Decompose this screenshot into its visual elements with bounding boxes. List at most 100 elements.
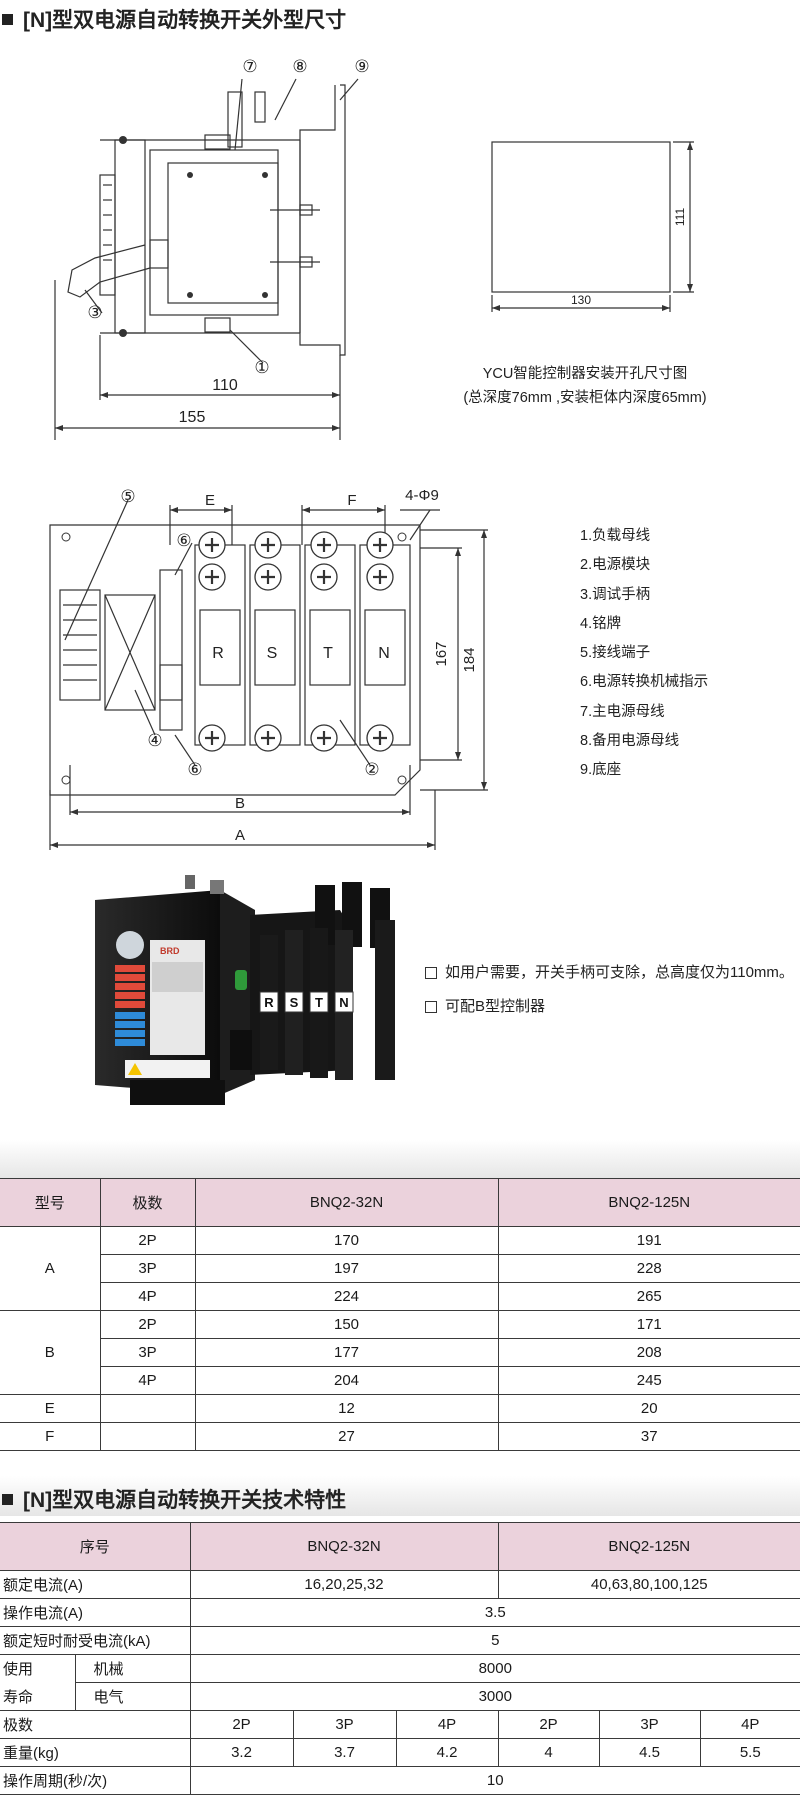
value-cell: 171 bbox=[497, 1310, 800, 1339]
callout-5: ⑤ bbox=[120, 487, 135, 506]
value-cell: 16,20,25,32 bbox=[189, 1570, 499, 1599]
value-cell: 177 bbox=[194, 1338, 499, 1367]
photo-pole-r: R bbox=[264, 995, 274, 1010]
row-label: 重量(kg) bbox=[0, 1738, 191, 1767]
value-cell: 12 bbox=[194, 1394, 499, 1423]
callout-1: ① bbox=[254, 358, 269, 377]
value-cell: 5 bbox=[189, 1626, 800, 1655]
section-title-text: [N]型双电源自动转换开关外型尺寸 bbox=[23, 9, 347, 32]
callout-7: ⑦ bbox=[242, 57, 257, 76]
value-cell: 4P bbox=[699, 1710, 800, 1739]
table-row: 操作电流(A) 3.5 bbox=[0, 1598, 800, 1627]
value-cell: 2P bbox=[497, 1710, 600, 1739]
feature-notes: 如用户需要，开关手柄可支除，总高度仅为110mm。 可配B型控制器 bbox=[425, 960, 795, 1020]
tech-spec-table: 序号 BNQ2-32N BNQ2-125N 额定电流(A) 16,20,25,3… bbox=[0, 1522, 800, 1795]
value-cell: 150 bbox=[194, 1310, 499, 1339]
row-label: 操作周期(秒/次) bbox=[0, 1766, 191, 1795]
pole-cell: 3P bbox=[99, 1338, 196, 1367]
table-row: B 2P 150 171 bbox=[0, 1310, 800, 1395]
cutout-width: 130 bbox=[571, 293, 591, 307]
row-label-mech: 机械 bbox=[74, 1654, 191, 1683]
note-item: 可配B型控制器 bbox=[425, 994, 795, 1020]
legend-item: 2.电源模块 bbox=[580, 557, 651, 574]
value-cell: 3P bbox=[598, 1710, 701, 1739]
dim-167: 167 bbox=[433, 641, 450, 666]
table-row: 4P 204 245 bbox=[0, 1366, 800, 1395]
pole-cell: 3P bbox=[99, 1254, 196, 1283]
checkbox-icon bbox=[425, 1001, 437, 1013]
value-cell: 2P bbox=[189, 1710, 294, 1739]
pole-cell bbox=[99, 1394, 196, 1423]
value-cell: 197 bbox=[194, 1254, 499, 1283]
group-label: B bbox=[0, 1310, 101, 1395]
table-row: 极数 2P 3P 4P 2P 3P 4P bbox=[0, 1710, 800, 1739]
value-cell: 4P bbox=[395, 1710, 499, 1739]
photo-pole-t: T bbox=[315, 995, 323, 1010]
table-row: 额定短时耐受电流(kA) 5 bbox=[0, 1626, 800, 1655]
group-label: A bbox=[0, 1226, 101, 1311]
row-label-elec: 电气 bbox=[74, 1682, 191, 1711]
dim-holes: 4-Φ9 bbox=[405, 487, 439, 504]
value-cell: 10 bbox=[189, 1766, 800, 1795]
table-header-row: 型号 极数 BNQ2-32N BNQ2-125N bbox=[0, 1178, 800, 1227]
front-view-drawing: R S T N E F 4-Φ9 167 184 B A ⑤ ⑥ ④ ⑥ ② bbox=[49, 487, 488, 850]
bullet-square-icon bbox=[2, 13, 13, 25]
value-cell: 265 bbox=[497, 1282, 800, 1311]
cutout-height: 111 bbox=[673, 208, 687, 227]
value-cell: 20 bbox=[497, 1394, 800, 1423]
dim-f: F bbox=[347, 492, 356, 509]
separator-band bbox=[0, 1140, 800, 1178]
legend-item: 4.铭牌 bbox=[580, 615, 622, 632]
table-row: 重量(kg) 3.2 3.7 4.2 4 4.5 5.5 bbox=[0, 1738, 800, 1767]
row-label: 额定电流(A) bbox=[0, 1570, 191, 1599]
legend-item: 9.底座 bbox=[580, 762, 622, 779]
callout-3: ③ bbox=[87, 303, 102, 322]
col-header: 极数 bbox=[99, 1178, 196, 1227]
legend-item: 7.主电源母线 bbox=[580, 703, 665, 720]
value-cell: 40,63,80,100,125 bbox=[497, 1570, 800, 1599]
value-cell: 224 bbox=[194, 1282, 499, 1311]
parts-legend: 1.负载母线 2.电源模块 3.调试手柄 4.铭牌 5.接线端子 6.电源转换机… bbox=[580, 522, 708, 786]
dim-a: A bbox=[235, 827, 245, 844]
legend-item: 8.备用电源母线 bbox=[580, 733, 680, 750]
value-cell: 191 bbox=[497, 1226, 800, 1255]
col-header: BNQ2-32N bbox=[189, 1522, 499, 1571]
pole-cell bbox=[99, 1422, 196, 1451]
table-row: 4P 224 265 bbox=[0, 1282, 800, 1311]
photo-pole-n: N bbox=[339, 995, 348, 1010]
cutout-drawing: 130 111 bbox=[491, 141, 694, 312]
legend-item: 6.电源转换机械指示 bbox=[580, 674, 709, 691]
front-pole-t: T bbox=[323, 645, 333, 662]
value-cell: 204 bbox=[194, 1366, 499, 1395]
col-header: BNQ2-32N bbox=[194, 1178, 499, 1227]
value-cell: 170 bbox=[194, 1226, 499, 1255]
value-cell: 4.5 bbox=[598, 1738, 701, 1767]
col-header: 序号 bbox=[0, 1522, 191, 1571]
section-title-text: [N]型双电源自动转换开关技术特性 bbox=[23, 1489, 347, 1512]
value-cell: 4.2 bbox=[395, 1738, 499, 1767]
table-row: E 12 20 bbox=[0, 1394, 800, 1423]
cutout-caption-line1: YCU智能控制器安装开孔尺寸图 bbox=[482, 366, 688, 382]
row-label-life-bottom: 寿命 bbox=[0, 1682, 76, 1711]
note-text: 可配B型控制器 bbox=[445, 998, 546, 1015]
callout-8: ⑧ bbox=[292, 57, 307, 76]
pole-cell: 4P bbox=[99, 1282, 196, 1311]
table-row: F 27 37 bbox=[0, 1422, 800, 1451]
group-label: F bbox=[0, 1422, 101, 1451]
row-label: 额定短时耐受电流(kA) bbox=[0, 1626, 191, 1655]
value-cell: 27 bbox=[194, 1422, 499, 1451]
col-header: BNQ2-125N bbox=[497, 1522, 800, 1571]
pole-cell: 2P bbox=[99, 1226, 196, 1255]
table-row: 寿命 电气 3000 bbox=[0, 1682, 800, 1711]
dim-e: E bbox=[205, 492, 215, 509]
legend-item: 5.接线端子 bbox=[580, 645, 651, 662]
value-cell: 3.5 bbox=[189, 1598, 800, 1627]
value-cell: 3.2 bbox=[189, 1738, 294, 1767]
value-cell: 245 bbox=[497, 1366, 800, 1395]
table-row: 3P 177 208 bbox=[0, 1338, 800, 1367]
dim-110: 110 bbox=[212, 377, 238, 394]
value-cell: 3P bbox=[292, 1710, 397, 1739]
value-cell: 208 bbox=[497, 1338, 800, 1367]
cutout-caption: YCU智能控制器安装开孔尺寸图 (总深度76mm ,安装柜体内深度65mm) bbox=[430, 362, 740, 410]
callout-6-bottom: ⑥ bbox=[187, 760, 202, 779]
